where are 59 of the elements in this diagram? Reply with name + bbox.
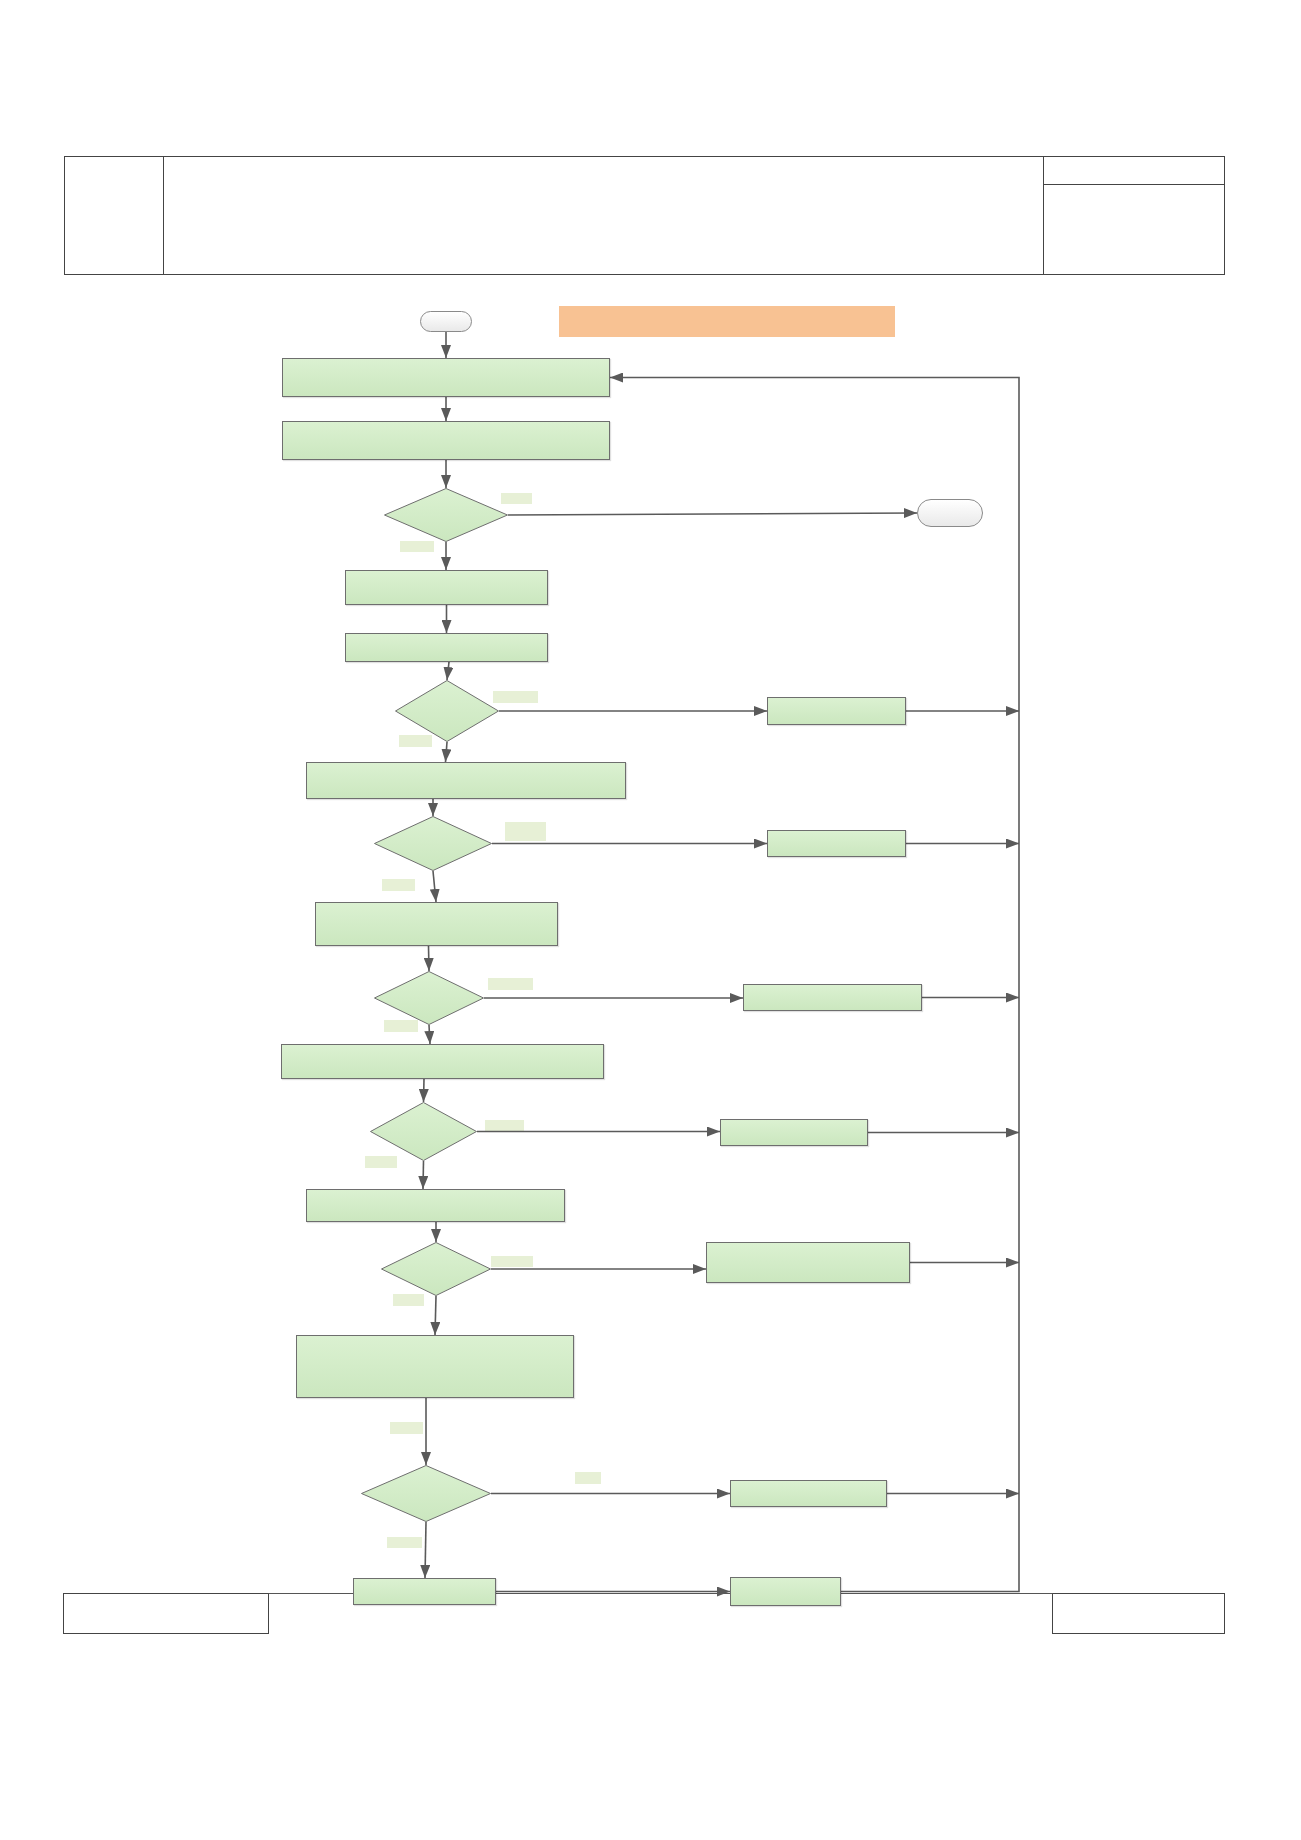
arrow — [490, 1488, 731, 1499]
arrow — [905, 838, 1020, 849]
arrow — [428, 798, 438, 817]
process-box — [730, 1577, 841, 1606]
process-box — [345, 633, 548, 662]
arrow — [441, 331, 451, 359]
process-box — [730, 1480, 887, 1507]
arrow — [498, 706, 768, 716]
arrow — [423, 945, 434, 972]
process-box — [743, 984, 922, 1011]
arrow — [921, 992, 1020, 1003]
arrow — [441, 396, 451, 422]
process-box — [282, 421, 610, 460]
process-box — [306, 762, 626, 799]
terminator — [420, 311, 472, 332]
arrow — [490, 1264, 707, 1274]
arrow — [441, 459, 451, 489]
arrow — [867, 1127, 1020, 1138]
arrow — [424, 1024, 435, 1045]
decision-diamond — [384, 488, 508, 542]
arrow — [495, 1586, 731, 1597]
arrow — [886, 1488, 1020, 1499]
process-box — [353, 1578, 496, 1605]
process-box — [767, 697, 906, 725]
return-line — [609, 372, 1020, 1593]
process-box — [306, 1189, 565, 1222]
arrow — [418, 1078, 429, 1103]
arrow — [420, 1521, 431, 1579]
decision-diamond — [395, 680, 499, 742]
decision-diamond — [370, 1102, 477, 1161]
process-box — [720, 1119, 868, 1146]
arrow — [418, 1160, 429, 1190]
process-box — [282, 358, 610, 397]
arrow — [430, 1295, 441, 1336]
arrow — [429, 870, 440, 903]
process-box — [281, 1044, 604, 1079]
decision-diamond — [374, 971, 484, 1025]
decision-diamond — [361, 1465, 491, 1522]
arrow — [441, 541, 451, 571]
arrow — [421, 1397, 431, 1466]
process-box — [345, 570, 548, 605]
process-box — [296, 1335, 574, 1398]
process-box — [767, 830, 906, 857]
terminator — [917, 499, 983, 527]
arrow — [476, 1126, 721, 1137]
arrow — [491, 838, 768, 849]
arrow — [441, 741, 452, 763]
decision-diamond — [374, 816, 492, 871]
arrow — [507, 508, 918, 519]
arrow — [431, 1221, 441, 1243]
process-box — [706, 1242, 910, 1283]
arrow — [905, 706, 1020, 716]
process-box — [315, 902, 558, 946]
arrow — [441, 604, 452, 634]
title-banner — [559, 306, 895, 337]
decision-diamond — [381, 1242, 491, 1296]
arrow — [909, 1257, 1020, 1268]
arrow — [443, 661, 454, 681]
arrow — [483, 993, 744, 1003]
